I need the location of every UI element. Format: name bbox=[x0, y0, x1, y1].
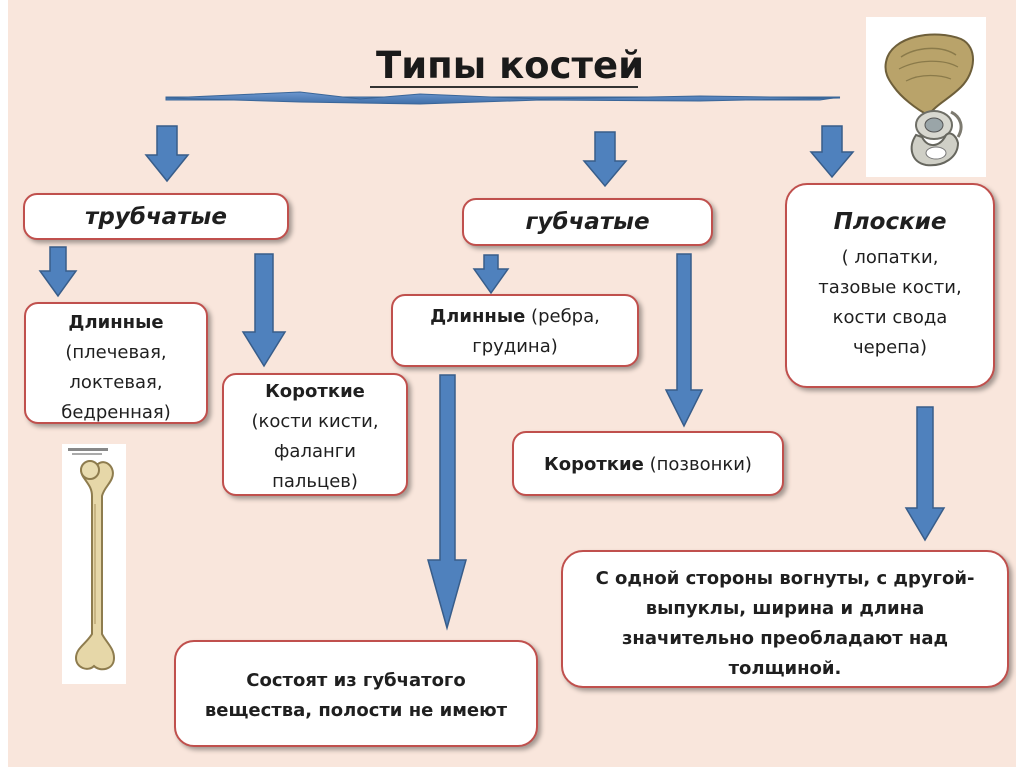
spongy-long-title: Длинные bbox=[430, 306, 526, 327]
tubular-long-line-1: (плечевая, bbox=[65, 342, 167, 363]
flat-box: Плоские ( лопатки, тазовые кости, кости … bbox=[785, 183, 995, 388]
spongy-long-box: Длинные (ребра, грудина) bbox=[391, 294, 639, 367]
spongy-label: губчатые bbox=[525, 209, 650, 235]
arrow-to-spongy-note bbox=[427, 374, 467, 631]
flat-line-4: черепа) bbox=[852, 337, 928, 358]
tubular-short-line-2: фаланги bbox=[274, 441, 356, 462]
spongy-note-line-1: Состоят из губчатого bbox=[246, 670, 466, 691]
spongy-short-title: Короткие bbox=[544, 454, 644, 475]
flat-label: Плоские bbox=[833, 209, 947, 235]
arrow-to-flat-note bbox=[904, 406, 946, 542]
arrow-to-spongy bbox=[582, 131, 628, 188]
slide-title: Типы костей bbox=[376, 44, 644, 87]
arrow-to-spongy-short bbox=[664, 253, 704, 428]
tubular-long-line-2: локтевая, bbox=[69, 372, 163, 393]
spongy-note-line-2: вещества, полости не имеют bbox=[204, 700, 508, 721]
spongy-short-box: Короткие (позвонки) bbox=[512, 431, 784, 496]
tubular-short-line-1: (кости кисти, bbox=[251, 411, 379, 432]
arrow-to-flat bbox=[809, 125, 855, 179]
tubular-box: трубчатые bbox=[23, 193, 289, 240]
flat-note-line-2: выпуклы, ширина и длина bbox=[645, 598, 925, 619]
flat-line-2: тазовые кости, bbox=[818, 277, 962, 298]
tubular-short-box: Короткие (кости кисти, фаланги пальцев) bbox=[222, 373, 408, 496]
arrow-to-tubular-long bbox=[38, 246, 78, 298]
flat-note-line-3: значительно преобладают над bbox=[621, 628, 949, 649]
flat-line-1: ( лопатки, bbox=[841, 247, 939, 268]
flat-note-box: С одной стороны вогнуты, с другой- выпук… bbox=[561, 550, 1009, 688]
arrow-to-tubular-short bbox=[241, 253, 287, 368]
spongy-note-box: Состоят из губчатого вещества, полости н… bbox=[174, 640, 538, 747]
arrow-to-spongy-long bbox=[472, 254, 510, 295]
flat-line-3: кости свода bbox=[832, 307, 948, 328]
horizontal-connector-bar-left bbox=[165, 91, 841, 105]
tubular-long-line-3: бедренная) bbox=[61, 402, 171, 423]
spongy-short-rest: (позвонки) bbox=[643, 454, 752, 475]
flat-note-line-1: С одной стороны вогнуты, с другой- bbox=[595, 568, 975, 589]
spongy-long-line-2: грудина) bbox=[472, 336, 558, 357]
pelvis-bone-drawing bbox=[884, 33, 974, 167]
title-underline bbox=[370, 86, 638, 88]
spongy-long-rest: (ребра, bbox=[525, 306, 600, 327]
tubular-long-title: Длинные bbox=[68, 312, 164, 333]
tubular-label: трубчатые bbox=[85, 203, 227, 230]
femur-bone-drawing bbox=[68, 448, 116, 671]
tubular-short-title: Короткие bbox=[265, 381, 365, 402]
tubular-short-line-3: пальцев) bbox=[272, 471, 358, 492]
pelvis-bone-image bbox=[866, 17, 986, 177]
femur-bone-image bbox=[62, 444, 126, 684]
arrow-to-tubular bbox=[144, 125, 190, 183]
tubular-long-box: Длинные (плечевая, локтевая, бедренная) bbox=[24, 302, 208, 424]
flat-note-line-4: толщиной. bbox=[728, 658, 842, 679]
spongy-box: губчатые bbox=[462, 198, 713, 246]
